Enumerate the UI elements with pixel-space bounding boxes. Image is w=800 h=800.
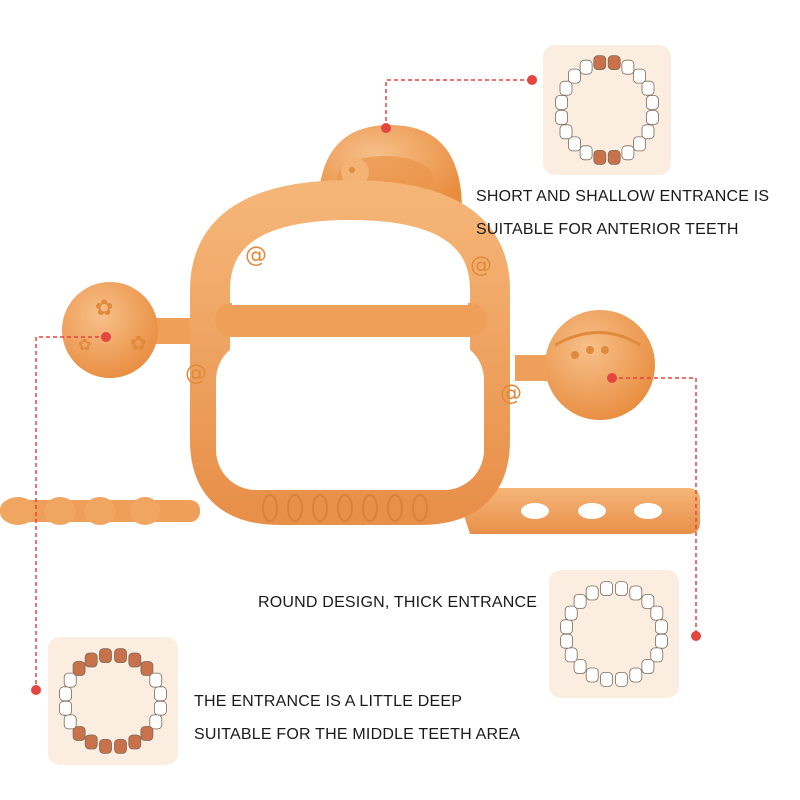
tooth <box>63 714 77 730</box>
tooth <box>568 136 581 152</box>
tooth-chart-full <box>560 581 668 687</box>
tooth <box>641 124 655 140</box>
tooth <box>555 95 568 110</box>
tooth <box>59 700 72 716</box>
strap-hole <box>578 503 606 519</box>
tooth <box>607 149 621 165</box>
tooth <box>629 585 643 601</box>
leader-dots <box>31 75 701 695</box>
tooth <box>655 633 668 649</box>
tooth <box>99 739 112 754</box>
leader-dot <box>607 373 617 383</box>
tooth-chart-card-top <box>543 45 671 175</box>
tooth <box>600 581 613 596</box>
teether-grip-ovals <box>262 494 428 522</box>
svg-text:@: @ <box>500 381 522 406</box>
tooth <box>579 59 593 75</box>
tooth <box>99 648 112 663</box>
tooth <box>149 672 163 688</box>
leader-dot <box>381 123 391 133</box>
tooth <box>153 700 167 716</box>
tooth <box>573 659 587 674</box>
leader-line-top <box>385 79 530 128</box>
teether-left-ball: ✿ ✿ ✿ <box>62 282 200 378</box>
tooth <box>559 124 573 140</box>
tooth <box>593 149 607 165</box>
tooth <box>128 652 142 668</box>
tooth <box>607 55 621 70</box>
caption-top-line2: SUITABLE FOR ANTERIOR TEETH <box>476 221 739 238</box>
tooth <box>593 55 607 70</box>
svg-text:✿: ✿ <box>78 335 91 354</box>
caption-bottom-line2: SUITABLE FOR THE MIDDLE TEETH AREA <box>194 726 520 743</box>
tooth <box>615 581 628 596</box>
tooth <box>650 647 664 663</box>
tooth <box>655 619 668 635</box>
teether-strap-chain <box>0 497 200 525</box>
tooth <box>641 659 655 674</box>
tooth <box>149 714 163 730</box>
teether-right-ball <box>515 310 655 420</box>
tooth <box>585 585 599 601</box>
tooth <box>560 619 573 635</box>
tooth <box>114 739 127 754</box>
tooth-chart-middle <box>59 648 167 754</box>
tooth <box>564 605 578 621</box>
tooth <box>559 80 573 96</box>
tooth <box>59 686 72 702</box>
tooth <box>140 661 154 676</box>
tooth <box>555 110 568 125</box>
leader-line-right <box>612 377 697 636</box>
tooth <box>579 145 593 161</box>
svg-text:@: @ <box>470 253 492 278</box>
leader-dot <box>31 685 41 695</box>
tooth-chart-anterior <box>555 55 659 165</box>
tooth <box>641 594 655 609</box>
tooth <box>84 734 98 750</box>
tooth <box>633 136 646 152</box>
teether-main-ring: @ @ @ @ <box>185 180 522 525</box>
strap-hole <box>634 503 662 519</box>
tooth <box>621 59 635 75</box>
tooth <box>84 652 98 668</box>
tooth <box>646 110 659 125</box>
leader-line-left <box>35 336 106 690</box>
caption-bottom-line1: THE ENTRANCE IS A LITTLE DEEP <box>194 693 463 710</box>
tooth <box>564 647 578 663</box>
tooth <box>646 95 659 110</box>
tooth <box>633 68 646 84</box>
tooth <box>72 661 86 676</box>
svg-text:✿: ✿ <box>130 331 147 355</box>
tooth <box>140 726 154 741</box>
tooth <box>629 667 643 683</box>
strap-hole <box>521 503 549 519</box>
leader-dot <box>691 631 701 641</box>
svg-text:✿: ✿ <box>95 296 113 321</box>
tooth <box>585 667 599 683</box>
tooth <box>114 648 127 663</box>
tooth <box>615 672 628 687</box>
leader-lines <box>35 79 697 690</box>
leader-dot <box>527 75 537 85</box>
tooth <box>600 672 613 687</box>
tooth <box>568 68 581 84</box>
tooth <box>560 633 573 649</box>
tooth <box>573 594 587 609</box>
tooth <box>641 80 655 96</box>
tooth <box>621 145 635 161</box>
tooth <box>128 734 142 750</box>
caption-top-line1: SHORT AND SHALLOW ENTRANCE IS <box>476 188 770 205</box>
svg-text:@: @ <box>185 361 207 386</box>
leader-dot <box>101 332 111 342</box>
tooth <box>63 672 77 688</box>
caption-middle-line1: ROUND DESIGN, THICK ENTRANCE <box>258 594 538 611</box>
tooth <box>72 726 86 741</box>
svg-text:@: @ <box>245 243 267 268</box>
tooth <box>650 605 664 621</box>
tooth <box>153 686 167 702</box>
teether-wrist-strap <box>455 488 700 534</box>
